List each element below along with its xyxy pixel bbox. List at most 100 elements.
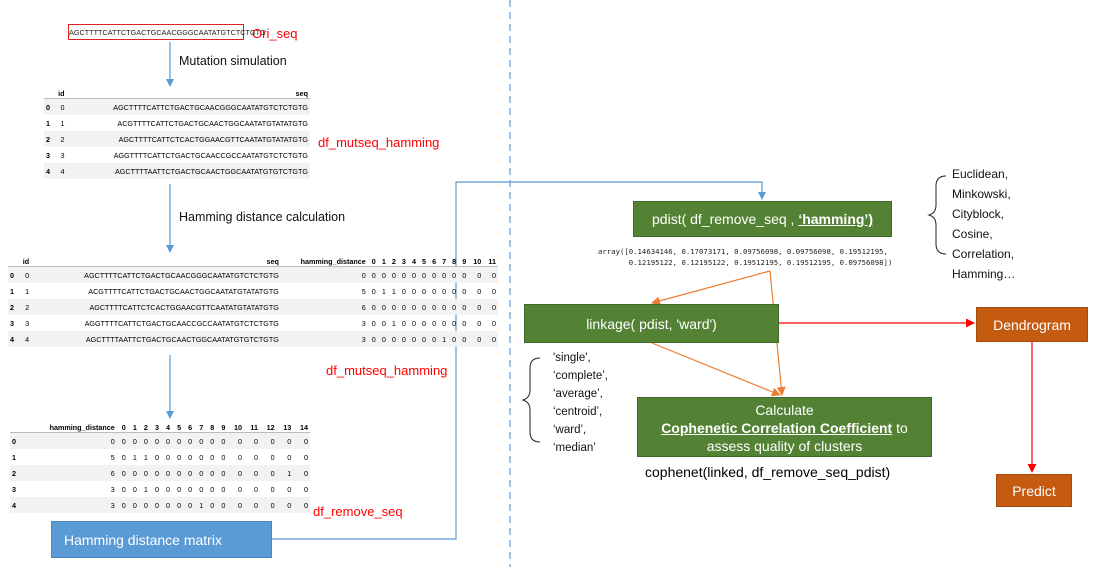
- table-cell: 0: [407, 266, 418, 283]
- linkage-methods-list: 'single',‘complete’,‘average’,‘centroid’…: [553, 349, 608, 457]
- table-cell: 0: [442, 318, 447, 328]
- table-cell: 3: [25, 318, 30, 328]
- metric-item: Cosine,: [952, 227, 993, 241]
- table-cell: 0: [8, 266, 19, 283]
- table-cell: 0: [243, 465, 261, 481]
- array-line-2: 0.12195122, 0.12195122, 0.19512195, 0.19…: [598, 258, 893, 267]
- table-cell: 0: [407, 299, 418, 315]
- column-header: 9: [458, 256, 469, 267]
- metric-item: Hamming…: [952, 267, 1016, 281]
- cophenetic-box: Calculate Cophenetic Correlation Coeffic…: [637, 397, 932, 457]
- table-cell: 0: [492, 286, 496, 296]
- table-cell: 0: [428, 331, 439, 347]
- column-header: 11: [483, 256, 498, 267]
- column-header: 8: [448, 256, 459, 267]
- table-cell: 0: [477, 286, 482, 296]
- table-cell: 0: [270, 452, 275, 462]
- column-header: 7: [438, 256, 449, 267]
- column-header: seq: [31, 256, 281, 267]
- table-cell: 0: [407, 331, 418, 347]
- table-cell: 0: [438, 266, 449, 283]
- table-cell: 0: [216, 432, 228, 449]
- table-cell: 0: [166, 484, 171, 494]
- metrics-brace: [927, 175, 947, 255]
- table-cell: 0: [377, 266, 388, 283]
- table-cell: 4: [18, 331, 32, 347]
- table-cell: 0: [387, 331, 398, 347]
- cophenetic-coefficient-emph: Cophenetic Correlation Coefficient: [661, 420, 893, 436]
- table-cell: 1: [381, 286, 386, 296]
- table-cell: 0: [183, 497, 195, 513]
- table-cell: 0: [221, 484, 226, 494]
- table-cell: 0: [254, 452, 259, 462]
- column-header: 12: [260, 422, 277, 433]
- table-cell: 0: [194, 432, 206, 449]
- table-cell: 0: [377, 331, 388, 347]
- table-cell: 0: [483, 299, 498, 315]
- table-cell: 2: [44, 131, 54, 147]
- pdist-array-output: array([0.14634146, 0.17073171, 0.0975609…: [598, 246, 892, 268]
- column-header: 0: [367, 256, 378, 267]
- table-cell: 0: [188, 452, 193, 462]
- table-cell: 3: [110, 484, 115, 494]
- column-header: 11: [243, 422, 261, 433]
- arrow-linkage-to-cophenetic: [651, 342, 781, 397]
- step-hamming-distance-calculation: Hamming distance calculation: [179, 210, 346, 224]
- table-cell: 0: [127, 465, 139, 481]
- table-cell: AGCTTTTCATTCTGACTGCAACGGGCAATATGTCTCTGTG: [31, 266, 281, 283]
- table-cell: 0: [492, 318, 496, 328]
- original-sequence-box: AGCTTTTCATTCTGACTGCAACGGGCAATATGTCTCTGTG: [68, 24, 266, 40]
- table-cell: 1: [194, 497, 206, 513]
- table-cell: 0: [458, 266, 469, 283]
- column-header: id: [18, 256, 32, 267]
- table-cell: 0: [428, 266, 439, 283]
- table-cell: 0: [422, 318, 427, 328]
- table-cell: 0: [177, 484, 182, 494]
- df-mutseq-hamming-label-1: df_mutseq_hamming: [318, 135, 440, 150]
- ori-seq-label: Ori_seq: [252, 26, 298, 41]
- table-cell: 0: [448, 299, 459, 315]
- table-cell: 0: [18, 266, 32, 283]
- table-cell: 0: [121, 484, 126, 494]
- table-cell: 3: [21, 497, 117, 513]
- table-cell: 0: [243, 497, 261, 513]
- table-cell: 0: [367, 299, 378, 315]
- table-cell: 3: [280, 331, 368, 347]
- table-cell: 0: [154, 452, 159, 462]
- table-cell: 0: [448, 331, 459, 347]
- table-cell: 0: [260, 465, 277, 481]
- table-cell: 0: [276, 497, 294, 513]
- table-cell: 0: [227, 432, 244, 449]
- arrow-pdist-to-linkage: [651, 270, 771, 306]
- table-cell: 1: [60, 118, 65, 128]
- predict-box: Predict: [996, 474, 1072, 507]
- table-cell: 0: [188, 484, 193, 494]
- table-cell: 0: [287, 452, 292, 462]
- table-cell: 0: [387, 266, 398, 283]
- table-cell: AGGTTTTCATTCTGACTGCAACCGCCAATATGTCTCTGTG: [113, 150, 308, 160]
- table-cell: 0: [411, 286, 416, 296]
- table-cell: 0: [422, 286, 427, 296]
- pdist-call: pdist( df_remove_seq ,: [652, 211, 799, 227]
- table-cell: AGCTTTTCATTCTCACTGGAACGTTCAATATGTATATGTG: [66, 131, 310, 147]
- column-header: 9: [216, 422, 228, 433]
- table-cell: 1: [438, 331, 449, 347]
- df-remove-seq-label: df_remove_seq: [313, 504, 403, 519]
- table-cell: 0: [21, 432, 117, 449]
- column-header: 10: [468, 256, 484, 267]
- table-cell: 0: [397, 331, 408, 347]
- table-cell: 0: [438, 299, 449, 315]
- table-cell: 5: [361, 286, 366, 296]
- table-cell: 6: [21, 465, 117, 481]
- table-cell: 0: [116, 465, 128, 481]
- column-header: 5: [172, 422, 184, 433]
- table-cell: 0: [432, 318, 437, 328]
- step-mutation-simulation: Mutation simulation: [179, 54, 287, 68]
- table-cell: 0: [138, 432, 150, 449]
- table-cell: 0: [371, 318, 376, 328]
- table-cell: 1: [46, 118, 50, 128]
